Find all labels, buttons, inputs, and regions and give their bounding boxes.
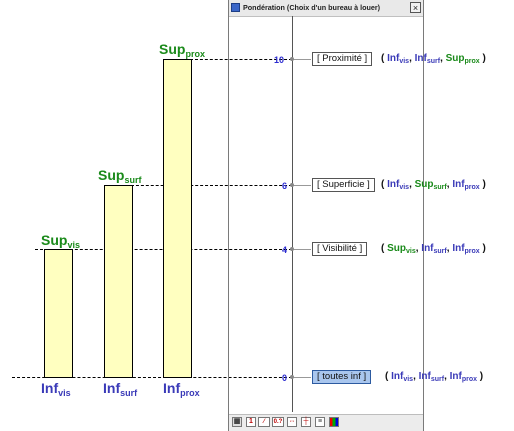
point-6[interactable] [290,183,294,187]
tag-toutes-inf[interactable]: [ toutes inf ] [312,370,372,384]
tuple-visibilite: ( Supvis, Infsurf, Infprox ) [381,243,486,256]
window-titlebar[interactable]: Pondération (Choix d'un bureau à louer) … [229,0,423,17]
inf-vis-label: Infvis [41,380,71,398]
resize-icon[interactable]: ┼ [301,417,311,427]
sup-prox-label: Supprox [159,41,205,59]
bar-visibilite[interactable] [44,249,73,378]
ref-line-10 [190,59,292,60]
ref-line-6 [131,185,292,186]
tick-4: 4 [282,245,288,255]
move-icon[interactable]: ⇔ [287,417,297,427]
tuple-toutes-inf: ( Infvis, Infsurf, Infprox ) [385,371,484,384]
tick-6: 6 [282,181,288,191]
sup-surf-label: Supsurf [98,167,142,185]
ref-line-0 [12,377,292,378]
tag-superficie[interactable]: [ Superficie ] [312,178,375,192]
bar-superficie[interactable] [104,185,133,378]
bar-proximite[interactable] [163,59,192,378]
inf-prox-label: Infprox [163,380,200,398]
list-icon[interactable]: ≡ [315,417,325,427]
tick-0: 0 [282,373,288,383]
close-button[interactable]: × [410,2,421,13]
one-button[interactable]: 1 [246,417,256,427]
inf-surf-label: Infsurf [103,380,138,398]
app-icon [231,3,240,12]
connector-10 [293,59,311,60]
connector-4 [293,249,311,250]
tag-visibilite[interactable]: [ Visibilité ] [312,242,368,256]
point-0[interactable] [290,375,294,379]
sup-vis-label: Supvis [41,232,80,250]
scale-icon[interactable]: ⁄ [258,417,270,427]
connector-0 [293,377,311,378]
ponderation-window: Pondération (Choix d'un bureau à louer) … [228,0,424,431]
tuple-proximite: ( Infvis, Infsurf, Supprox ) [381,53,486,66]
weight-axis [292,16,293,412]
tick-10: 10 [274,55,285,65]
grid-icon[interactable]: ▦ [232,417,242,427]
tuple-superficie: ( Infvis, Supsurf, Infprox ) [381,179,486,192]
point-4[interactable] [290,247,294,251]
bottom-toolbar: ▦ 1 ⁄ 0.? ⇔ ┼ ≡ [229,414,423,431]
tag-proximite[interactable]: [ Proximité ] [312,52,373,66]
point-10[interactable] [290,57,294,61]
connector-6 [293,185,311,186]
window-title: Pondération (Choix d'un bureau à louer) [243,3,381,12]
zero-one-button[interactable]: 0.? [272,417,284,427]
color-icon[interactable] [329,417,339,427]
